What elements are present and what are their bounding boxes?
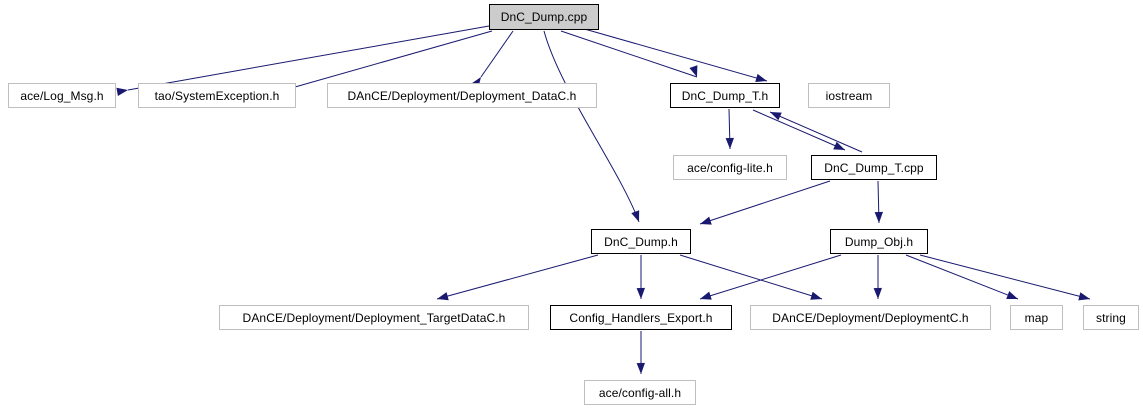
graph-node-label: DnC_Dump.cpp — [500, 10, 588, 24]
graph-node-ace_config_all[interactable]: ace/config-all.h — [584, 380, 696, 405]
graph-edge-arrowhead — [770, 112, 782, 121]
graph-node-tao_systemexception[interactable]: tao/SystemException.h — [138, 83, 296, 108]
graph-edge-arrowhead — [631, 210, 640, 222]
graph-edge — [769, 111, 863, 153]
graph-edge — [294, 30, 493, 88]
graph-edge — [127, 25, 490, 91]
graph-node-label: ace/config-lite.h — [687, 160, 773, 175]
graph-edge — [919, 254, 1091, 300]
graph-edge-arrowhead — [116, 87, 128, 97]
graph-edge-arrowhead — [700, 216, 712, 225]
graph-edge-arrowhead — [437, 292, 449, 301]
graph-node-dump_obj_h[interactable]: Dump_Obj.h — [830, 229, 928, 254]
graph-node-config_handlers_export[interactable]: Config_Handlers_Export.h — [550, 305, 732, 330]
graph-node-iostream[interactable]: iostream — [808, 83, 890, 108]
graph-node-ace_log_msg[interactable]: ace/Log_Msg.h — [8, 83, 116, 108]
graph-node-deploymentc[interactable]: DAnCE/Deployment/DeploymentC.h — [750, 305, 991, 330]
graph-node-label: DnC_Dump.h — [604, 234, 678, 249]
graph-edge — [699, 180, 831, 225]
graph-node-label: iostream — [825, 88, 873, 103]
graph-edge-arrowhead — [810, 291, 822, 300]
graph-edge — [436, 254, 599, 300]
graph-node-dnc_dump_t_h[interactable]: DnC_Dump_T.h — [670, 83, 780, 108]
graph-edge-arrowhead — [1078, 292, 1090, 301]
graph-node-dnc_dump_t_cpp[interactable]: DnC_Dump_T.cpp — [811, 155, 937, 180]
graph-edge-arrowhead — [873, 287, 883, 299]
graph-edge-arrowhead — [725, 137, 735, 149]
graph-edge-arrowhead — [636, 287, 646, 299]
graph-edge — [480, 30, 514, 78]
graph-node-deployment_datac[interactable]: DAnCE/Deployment/Deployment_DataC.h — [327, 83, 597, 108]
graph-edge — [728, 108, 731, 150]
graph-node-label: Config_Handlers_Export.h — [569, 310, 713, 325]
graph-edge — [752, 109, 846, 151]
graph-edge-arrowhead — [636, 362, 646, 374]
graph-node-label: DnC_Dump_T.cpp — [824, 160, 924, 175]
graph-node-label: string — [1096, 310, 1126, 325]
graph-node-string[interactable]: string — [1083, 305, 1139, 330]
graph-edge-arrowhead — [689, 65, 698, 77]
graph-edge-arrowhead — [833, 141, 845, 150]
graph-node-label: DnC_Dump_T.h — [681, 88, 769, 103]
graph-node-dnc_dump_cpp[interactable]: DnC_Dump.cpp — [489, 4, 599, 30]
graph-edge-arrowhead — [874, 211, 884, 223]
graph-edge — [877, 180, 880, 224]
graph-node-label: DAnCE/Deployment/Deployment_DataC.h — [347, 88, 577, 103]
graph-node-label: ace/Log_Msg.h — [20, 88, 104, 103]
graph-node-label: map — [1024, 310, 1049, 325]
graph-edge — [679, 254, 823, 300]
graph-edge — [905, 254, 1019, 300]
graph-edge-arrowhead — [1006, 291, 1018, 299]
graph-edge-arrowhead — [700, 291, 712, 300]
graph-node-label: ace/config-all.h — [598, 385, 682, 400]
graph-node-label: Dump_Obj.h — [844, 234, 914, 249]
graph-node-ace_config_lite[interactable]: ace/config-lite.h — [673, 155, 787, 180]
graph-node-deployment_targetdatac[interactable]: DAnCE/Deployment/Deployment_TargetDataC.… — [219, 305, 529, 330]
graph-node-label: tao/SystemException.h — [154, 88, 280, 103]
graph-node-label: DAnCE/Deployment/DeploymentC.h — [772, 310, 969, 325]
graph-node-map[interactable]: map — [1010, 305, 1063, 330]
graph-edge — [543, 30, 640, 223]
graph-node-dnc_dump_h[interactable]: DnC_Dump.h — [591, 229, 691, 254]
graph-node-label: DAnCE/Deployment/Deployment_TargetDataC.… — [242, 310, 506, 325]
graph-edge — [699, 254, 842, 300]
graph-edge — [580, 27, 768, 82]
graph-edge — [560, 30, 698, 78]
